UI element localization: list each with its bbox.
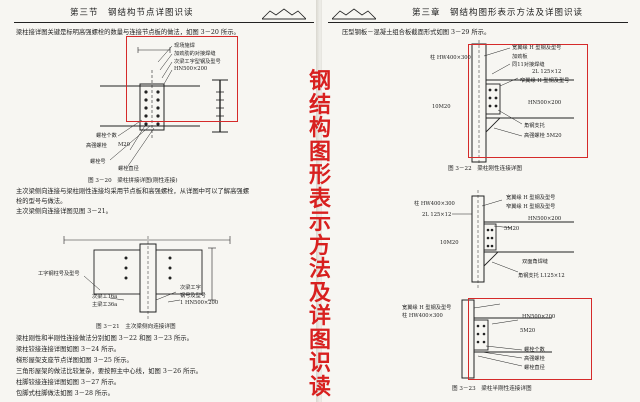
overlay-title-char: 及 — [308, 280, 331, 306]
fig3-22-label: HN500×200 — [528, 100, 562, 106]
overlay-title-char: 识 — [308, 351, 331, 376]
fig3-22-label: 柱 HW400×300 — [430, 55, 471, 61]
fig1-label: 现场施焊 — [174, 43, 195, 49]
overlay-title-char: 示 — [308, 210, 331, 235]
fig3-22-label: 2L 125×12 — [532, 69, 562, 75]
fig3-22-label: 宽翼缘 H 型钢及型号 — [512, 45, 562, 51]
fig3-23-label: HN500×200 — [522, 314, 556, 320]
overlay-title-char: 构 — [308, 116, 331, 141]
fig3-23-label: 螺栓直径 — [524, 365, 545, 371]
fig2-label: 钢号及型号 — [180, 293, 206, 299]
left-para3-line: 梁柱刚性和半刚性连接做法分别如图 3－22 和图 3－23 所示。 — [16, 335, 193, 342]
fig3-23-label: 5M20 — [520, 328, 536, 334]
book-gutter — [316, 0, 324, 402]
left-page-header: 第三节 钢结构节点详图识读 — [70, 8, 194, 18]
fig2-label: 次梁工16a — [92, 294, 118, 300]
fig-mid-label: 窄翼缘 H 型钢及型号 — [506, 204, 556, 210]
fig-mid-label: 双面角焊缝 — [522, 259, 548, 265]
left-para2-line: 栓的型号与做法。 — [16, 198, 67, 205]
fig-3-21-caption: 图 3－21 主次梁侧向连接详图 — [96, 324, 176, 330]
overlay-title-char: 方 — [308, 233, 331, 259]
fig2-label: 主梁工36a — [92, 302, 118, 308]
header-ornament-icon — [332, 8, 376, 20]
fig-3-22-highlight-box — [468, 44, 588, 158]
fig1-label: 螺栓直径 — [118, 166, 139, 172]
fig3-23-label: 柱 HW400×300 — [402, 313, 443, 319]
left-page: 第三节 钢结构节点详图识读 梁柱接详图关键是标明高强螺栓的数量与连接节点板的做法… — [0, 0, 318, 402]
fig3-22-label: 窄翼缘 H 型钢及型号 — [520, 78, 570, 84]
fig-3-23-highlight-box — [468, 298, 592, 380]
fig-mid-label: 5M20 — [504, 226, 520, 232]
fig1-label: HN500×200 — [174, 66, 208, 72]
fig1-label: 高强螺栓 — [86, 143, 107, 149]
right-page: 第三章 钢结构图形表示方法及详图识读 压型钢板－混凝土组合板截面形式如图 3－2… — [322, 0, 640, 402]
fig3-22-label: 角钢支托 — [524, 123, 545, 129]
overlay-title-char: 读 — [308, 374, 331, 400]
left-intro-text: 梁柱接详图关键是标明高强螺栓的数量与连接节点板的做法，如图 3－20 所示。 — [16, 29, 240, 36]
fig3-22-label: 加劲板 — [512, 54, 528, 60]
fig1-label: 螺栓个数 — [96, 133, 117, 139]
overlay-title-char: 图 — [308, 327, 331, 353]
fig-3-23-caption: 图 3－23 梁柱半刚性连接详图 — [452, 386, 532, 392]
right-page-header: 第三章 钢结构图形表示方法及详图识读 — [412, 8, 584, 18]
fig3-23-label: 高强螺栓 — [524, 356, 545, 362]
overlay-title-char: 图 — [308, 139, 331, 165]
fig3-23-label: 螺栓个数 — [524, 347, 545, 353]
header-ornament-icon — [262, 8, 306, 20]
fig3-23-label: 宽翼缘 H 型钢及型号 — [402, 305, 452, 311]
overlay-title-char: 表 — [308, 186, 331, 212]
figure-side-connection — [452, 190, 574, 290]
overlay-title-char: 详 — [308, 304, 331, 329]
fig2-label: 次梁工字 — [180, 285, 201, 291]
fig-mid-label: 角钢支托 L125×12 — [518, 273, 565, 279]
overlay-title: 钢 结 构 图 形 表 示 方 法 及 详 图 识 读 — [300, 70, 340, 399]
left-para3-line: 柱脚铰接连接详图如图 3－27 所示。 — [16, 379, 121, 386]
fig-mid-label: 10M20 — [440, 240, 459, 246]
overlay-title-char: 法 — [308, 257, 331, 282]
fig1-label: M20 — [118, 142, 130, 148]
fig3-22-label: 10M20 — [432, 104, 451, 110]
figure-3-20 — [100, 45, 228, 167]
fig-mid-label: HN500×200 — [528, 216, 562, 222]
fig2-label: 1 HN500×200 — [180, 300, 219, 306]
left-para3-line: 梁柱铰接连接详图如图 3－24 所示。 — [16, 346, 121, 353]
figure-3-22 — [471, 40, 574, 166]
fig1-label: 加劲肋的对接焊缝 — [174, 51, 216, 57]
fig-3-20-caption: 图 3－20 梁柱拼接详图(刚性连接) — [88, 178, 178, 184]
overlay-title-char: 结 — [308, 92, 331, 118]
fig1-label: 次梁工字型钢及型号 — [174, 59, 221, 65]
figure-3-21 — [63, 236, 231, 320]
fig-mid-label: 2L 125×12 — [422, 212, 452, 218]
header-rule — [328, 22, 628, 23]
header-rule — [14, 22, 314, 23]
fig3-22-label: 同11对接焊缝 — [512, 62, 545, 68]
left-para3-line: 包脚式柱脚做法如图 3－28 所示。 — [16, 390, 114, 397]
overlay-title-char: 钢 — [308, 69, 331, 94]
left-para3-line: 梯形屋架支座节点详图如图 3－25 所示。 — [16, 357, 133, 364]
fig-mid-label: 宽翼缘 H 型钢及型号 — [506, 195, 556, 201]
fig-3-20-highlight-box — [126, 36, 238, 122]
fig1-label: 螺栓号 — [90, 159, 106, 165]
left-para3-line: 三角形屋架的做法比较复杂，要按照主中心线，如图 3－26 所示。 — [16, 368, 203, 375]
left-para2-line: 主次梁侧向连接详图见图 3－21。 — [16, 208, 112, 215]
fig2-label: 工字钢柱号及型号 — [38, 271, 80, 277]
fig-mid-label: 柱 HW400×300 — [414, 201, 455, 207]
left-para2-line: 主次梁侧向连接与梁柱刚性连接均采用节点板和高强螺栓，从详图中可以了解高强螺 — [16, 188, 249, 195]
right-intro-text: 压型钢板－混凝土组合板截面形式如图 3－29 所示。 — [342, 29, 491, 36]
fig-3-22-caption: 图 3－22 梁柱刚性连接详图 — [448, 166, 522, 172]
overlay-title-char: 形 — [308, 163, 331, 188]
fig3-22-label: 高强螺栓 5M20 — [524, 133, 562, 139]
